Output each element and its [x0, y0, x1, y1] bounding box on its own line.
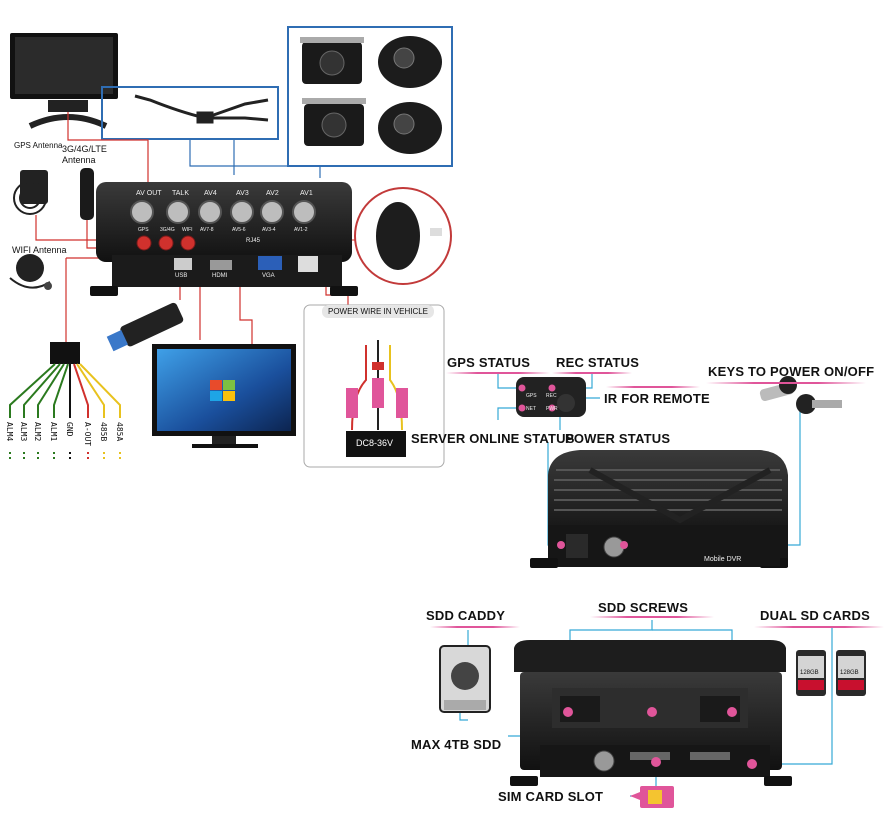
usb-label: USB [175, 273, 188, 279]
port-top-label: TALK [172, 190, 189, 197]
underline [754, 626, 884, 628]
port-top-label: AV2 [266, 190, 279, 197]
antenna-connector [180, 235, 196, 251]
ir-remote-label: IR FOR REMOTE [604, 391, 710, 406]
alarm-wire-label: ALM2 [33, 422, 42, 442]
led-dots [518, 384, 556, 412]
sd-card-icon [796, 650, 826, 696]
camera-rear-top [300, 37, 364, 84]
dvr-connectors [130, 200, 316, 251]
camera-rear-bottom [302, 98, 366, 146]
mobile-dvr-body [530, 450, 788, 568]
sdd-caddy-label: SDD CADDY [426, 608, 506, 623]
mouse-icon [376, 202, 420, 270]
sd-card-capacity: 128GB [800, 670, 819, 676]
cellular-antenna-label: 3G/4G/LTE Antenna [62, 144, 107, 165]
wifi-antenna [9, 254, 52, 290]
vga-port [258, 256, 282, 270]
alarm-wire-label: GND [65, 422, 74, 437]
rec-status-label: REC STATUS [556, 355, 640, 370]
gps-antenna-label: GPS Antenna [14, 141, 63, 150]
port-top-label: AV1 [300, 190, 313, 197]
port-top-label: AV3 [236, 190, 249, 197]
aviation-connector [292, 200, 316, 224]
alarm-wire-label: ALM3 [19, 422, 28, 442]
y-cable [134, 94, 269, 124]
alarm-wire-label: 485A [115, 422, 124, 442]
aviation-connector [198, 200, 222, 224]
led-label: REC [546, 393, 557, 399]
mobile-dvr-badge: Mobile DVR [704, 556, 742, 563]
power-status-label: POWER STATUS [565, 431, 671, 446]
dvr-chassis-open [510, 640, 792, 786]
port-top-label: AV4 [204, 190, 217, 197]
alarm-wire-label: 485B [99, 422, 108, 442]
server-online-label: SERVER ONLINE STATUS [411, 431, 575, 446]
sim-card-icon [630, 786, 674, 808]
alarm-harness [9, 342, 121, 462]
hdmi-label: HDMI [212, 273, 228, 279]
car-monitor [10, 33, 118, 129]
port-sub-label: GPS [138, 227, 149, 233]
led-label: GPS [526, 393, 537, 399]
dc-box [346, 431, 406, 457]
port-sub-label: WIFI [182, 227, 193, 233]
power-harness [346, 340, 408, 431]
aviation-connector [130, 200, 154, 224]
alarm-wire-label: ALM1 [49, 422, 58, 442]
port-sub-label: AV7-8 [200, 227, 214, 233]
alarm-wire-label: ALM4 [5, 422, 14, 442]
aviation-connector [260, 200, 284, 224]
aviation-connector [230, 200, 254, 224]
alarm-wire-label: A-OUT [83, 422, 92, 447]
underline [606, 386, 700, 388]
dual-sd-label: DUAL SD CARDS [760, 608, 870, 623]
sdd-screws-label: SDD SCREWS [598, 600, 689, 615]
led-label: PWR [546, 406, 558, 412]
led-panel [516, 377, 586, 417]
dc-box-label: DC8-36V [356, 438, 394, 448]
power-wire-title: POWER WIRE IN VEHICLE [322, 305, 435, 318]
hdmi-port [210, 260, 232, 270]
port-sub-label: AV5-6 [232, 227, 246, 233]
status-led [518, 404, 526, 412]
camera-frame [287, 26, 453, 167]
keys-icon [759, 376, 842, 414]
status-led [518, 384, 526, 392]
sim-slot-label: SIM CARD SLOT [498, 789, 604, 804]
camera-dome-top [378, 36, 442, 88]
max-sdd-label: MAX 4TB SDD [411, 737, 502, 752]
gps-status-label: GPS STATUS [447, 355, 531, 370]
wifi-antenna-label: WIFI Antenna [12, 245, 67, 255]
port-sub-label: AV3-4 [262, 227, 276, 233]
cellular-antenna [80, 168, 94, 220]
underline [446, 372, 550, 374]
sdd-caddy-icon [439, 645, 491, 713]
underline [706, 382, 866, 384]
sd-card-icon [836, 650, 866, 696]
aviation-connector [166, 200, 190, 224]
keys-label: KEYS TO POWER ON/OFF [708, 364, 875, 379]
underline [552, 372, 632, 374]
usb-stick-icon [106, 302, 184, 352]
usb-port [174, 258, 192, 270]
sd-card-capacity: 128GB [840, 670, 859, 676]
gps-antenna [13, 170, 48, 215]
antenna-connector [136, 235, 152, 251]
port-sub-label: AV1-2 [294, 227, 308, 233]
underline [430, 626, 520, 628]
desktop-monitor [152, 344, 296, 448]
camera-dome-bottom [378, 102, 442, 154]
vga-label: VGA [262, 273, 275, 279]
status-led [548, 384, 556, 392]
led-label: NET [526, 406, 536, 412]
antenna-connector [158, 235, 174, 251]
port-top-label: AV OUT [136, 190, 162, 197]
power-port [298, 256, 318, 272]
port-sub-label: 3G/4G [160, 227, 175, 233]
status-led [548, 404, 556, 412]
underline [590, 616, 714, 618]
rj45-label: RJ45 [246, 238, 261, 244]
